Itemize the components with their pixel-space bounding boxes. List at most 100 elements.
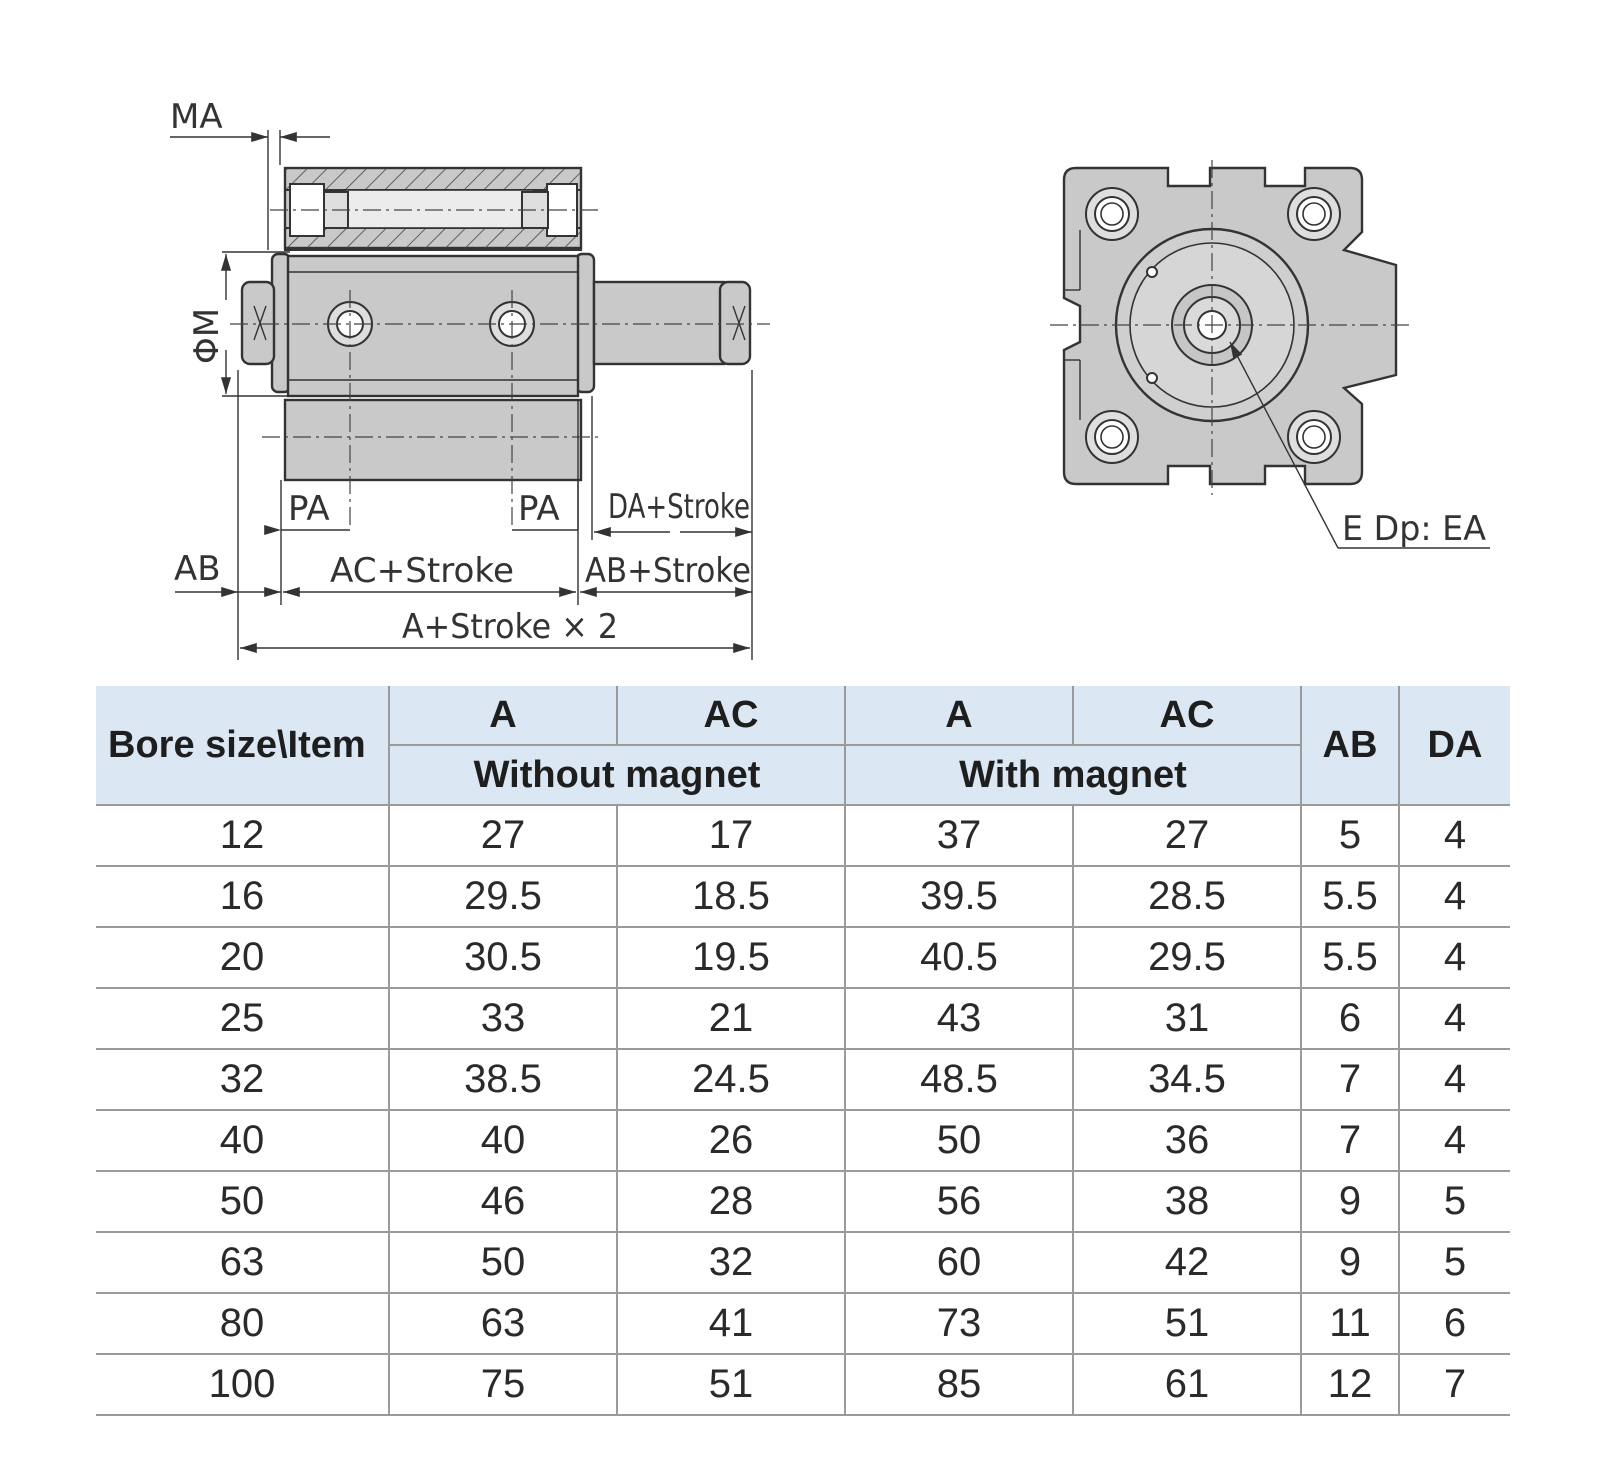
cell-ab: 9 xyxy=(1300,1232,1400,1294)
ma-label: MA xyxy=(170,97,223,137)
cell-ac-without: 51 xyxy=(616,1354,846,1416)
cell-ac-without: 26 xyxy=(616,1110,846,1172)
ab-label: AB xyxy=(174,549,221,589)
cell-ab: 12 xyxy=(1300,1354,1400,1416)
side-base xyxy=(283,398,583,482)
cell-bore: 20 xyxy=(96,927,390,989)
cell-ac-without: 17 xyxy=(616,805,846,867)
cell-ac-with: 34.5 xyxy=(1072,1049,1302,1111)
cell-ac-without: 24.5 xyxy=(616,1049,846,1111)
mount-hole-tl-icon xyxy=(1085,187,1139,241)
cell-a-without: 38.5 xyxy=(388,1049,618,1111)
cell-a-without: 40 xyxy=(388,1110,618,1172)
cell-da: 4 xyxy=(1398,866,1510,928)
phi-m-label: ΦM xyxy=(187,308,227,364)
da-stroke-label: DA+Stroke xyxy=(608,487,750,527)
header-without-magnet: Without magnet xyxy=(389,745,846,806)
cell-da: 4 xyxy=(1398,927,1510,989)
cell-a-without: 29.5 xyxy=(388,866,618,928)
cylinder-dimension-drawing: MA ΦM PA PA DA+Stroke AB AC+Stroke AB+St… xyxy=(170,97,1490,660)
cell-da: 6 xyxy=(1398,1293,1510,1355)
cell-bore: 63 xyxy=(96,1232,390,1294)
cell-ac-without: 21 xyxy=(616,988,846,1050)
cell-bore: 12 xyxy=(96,805,390,867)
cell-da: 4 xyxy=(1398,805,1510,867)
cell-bore: 16 xyxy=(96,866,390,928)
cell-ac-with: 42 xyxy=(1072,1232,1302,1294)
cell-a-without: 75 xyxy=(388,1354,618,1416)
cell-da: 5 xyxy=(1398,1232,1510,1294)
header-ac-with: AC xyxy=(1072,686,1302,746)
cell-ab: 5.5 xyxy=(1300,866,1400,928)
cell-ac-without: 32 xyxy=(616,1232,846,1294)
cell-ab: 5.5 xyxy=(1300,927,1400,989)
bore-size-spec-table: Bore size\Item A AC A AC AB DA Without m… xyxy=(96,686,1510,1416)
header-da: DA xyxy=(1398,686,1510,806)
header-a-without: A xyxy=(388,686,618,746)
cell-da: 5 xyxy=(1398,1171,1510,1233)
mount-hole-tr-icon xyxy=(1287,187,1341,241)
front-view: E Dp: EA xyxy=(1050,160,1490,549)
cell-a-without: 50 xyxy=(388,1232,618,1294)
e-dp-ea-label: E Dp: EA xyxy=(1342,509,1486,549)
header-ab: AB xyxy=(1300,686,1400,806)
cell-a-with: 40.5 xyxy=(844,927,1074,989)
mount-hole-bl-icon xyxy=(1085,410,1139,464)
cell-da: 4 xyxy=(1398,1110,1510,1172)
header-ac-without: AC xyxy=(616,686,846,746)
mount-hole-br-icon xyxy=(1287,410,1341,464)
cell-a-with: 85 xyxy=(844,1354,1074,1416)
pa-right-label: PA xyxy=(518,489,560,529)
cell-a-with: 39.5 xyxy=(844,866,1074,928)
cell-a-with: 73 xyxy=(844,1293,1074,1355)
header-with-magnet: With magnet xyxy=(844,745,1301,806)
cell-ab: 7 xyxy=(1300,1110,1400,1172)
side-view: MA ΦM PA PA DA+Stroke AB AC+Stroke AB+St… xyxy=(170,97,770,660)
e-dp-leader xyxy=(1229,341,1339,549)
cell-ab: 6 xyxy=(1300,988,1400,1050)
cell-ac-with: 31 xyxy=(1072,988,1302,1050)
cell-ac-with: 36 xyxy=(1072,1110,1302,1172)
pa-left-label: PA xyxy=(288,489,330,529)
cell-a-with: 56 xyxy=(844,1171,1074,1233)
cell-bore: 100 xyxy=(96,1354,390,1416)
cell-bore: 25 xyxy=(96,988,390,1050)
cell-a-without: 33 xyxy=(388,988,618,1050)
cell-ac-without: 41 xyxy=(616,1293,846,1355)
cell-ab: 5 xyxy=(1300,805,1400,867)
cell-ab: 7 xyxy=(1300,1049,1400,1111)
cell-ac-with: 27 xyxy=(1072,805,1302,867)
cell-ab: 9 xyxy=(1300,1171,1400,1233)
cell-ac-with: 61 xyxy=(1072,1354,1302,1416)
cell-ac-without: 28 xyxy=(616,1171,846,1233)
header-bore-size-item: Bore size\Item xyxy=(96,686,390,806)
cell-a-with: 50 xyxy=(844,1110,1074,1172)
cell-a-with: 37 xyxy=(844,805,1074,867)
cell-bore: 80 xyxy=(96,1293,390,1355)
cell-a-with: 60 xyxy=(844,1232,1074,1294)
cell-ac-with: 51 xyxy=(1072,1293,1302,1355)
cell-a-with: 48.5 xyxy=(844,1049,1074,1111)
cell-ac-without: 19.5 xyxy=(616,927,846,989)
cell-a-without: 30.5 xyxy=(388,927,618,989)
cell-da: 4 xyxy=(1398,988,1510,1050)
cell-ab: 11 xyxy=(1300,1293,1400,1355)
cell-a-without: 63 xyxy=(388,1293,618,1355)
cell-bore: 40 xyxy=(96,1110,390,1172)
cell-a-without: 46 xyxy=(388,1171,618,1233)
ac-stroke-label: AC+Stroke xyxy=(330,551,514,591)
cell-bore: 50 xyxy=(96,1171,390,1233)
cell-bore: 32 xyxy=(96,1049,390,1111)
header-a-with: A xyxy=(844,686,1074,746)
